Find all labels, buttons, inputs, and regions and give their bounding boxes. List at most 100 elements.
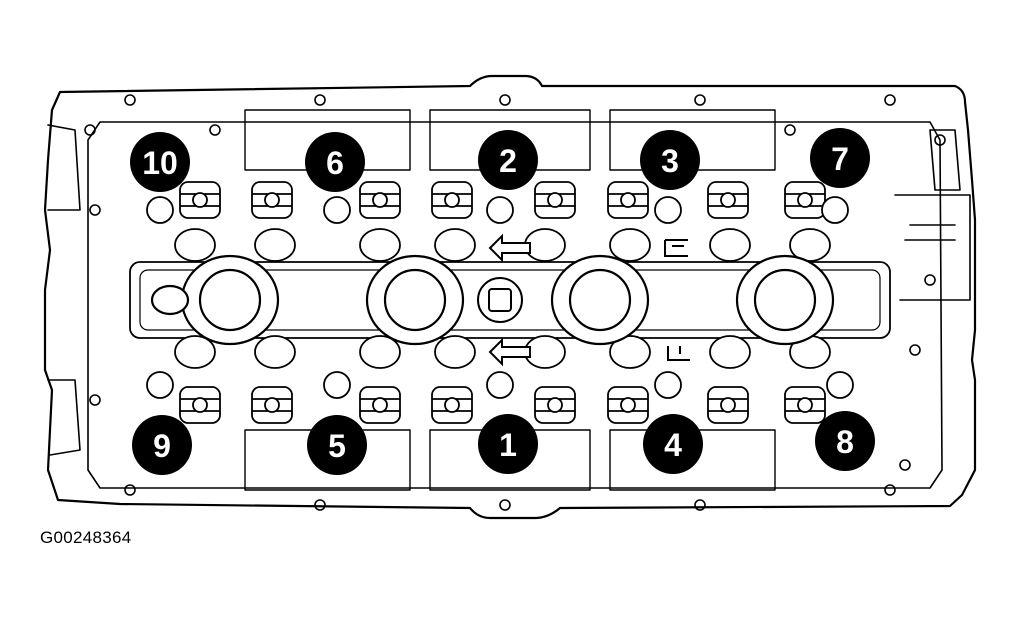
- sequence-badge-circle: [478, 414, 538, 474]
- sequence-badge: 6: [305, 132, 365, 192]
- marking-lower-icon: [667, 346, 690, 361]
- cam-cap-tab: [150, 284, 190, 316]
- valve-pocket-bottom-3: [609, 429, 776, 491]
- head-bolt: [654, 196, 682, 224]
- sequence-badge-circle: [640, 130, 700, 190]
- inner-frame: [87, 121, 943, 489]
- sequence-badge: 7: [810, 128, 870, 188]
- sequence-badge-circle: [305, 132, 365, 192]
- valve-spring: [607, 386, 649, 424]
- sequence-badge: 2: [478, 130, 538, 190]
- cam-bearing-caps: [150, 254, 835, 346]
- arrow-left-lower-icon: [488, 337, 531, 367]
- sequence-badge-label: 9: [153, 428, 171, 464]
- mounting-hole: [884, 484, 896, 496]
- camshaft-channel: [129, 261, 891, 339]
- head-outline: [43, 74, 977, 520]
- mounting-hole: [89, 394, 101, 406]
- right-end-detail: [894, 129, 971, 301]
- sequence-badge: 8: [815, 411, 875, 471]
- sequence-badge-circle: [130, 132, 190, 192]
- head-bolt: [486, 196, 514, 224]
- sequence-badge-label: 7: [831, 141, 849, 177]
- sequence-badge-label: 6: [326, 145, 344, 181]
- valve-pocket-top-2: [429, 109, 591, 171]
- sequence-badge: 1: [478, 414, 538, 474]
- head-bolt: [146, 371, 174, 399]
- marking-upper-icon: [664, 239, 688, 257]
- valve-spring: [179, 181, 221, 219]
- camshaft-channel-inner: [139, 269, 881, 331]
- valve-spring: [784, 181, 826, 219]
- cam-cap: [180, 254, 280, 346]
- cam-cap: [550, 254, 650, 346]
- valve-spring: [534, 181, 576, 219]
- valve-spring: [251, 181, 293, 219]
- valve-spring: [431, 386, 473, 424]
- tappet-bore: [434, 228, 476, 262]
- head-bolt: [654, 371, 682, 399]
- mounting-hole: [784, 124, 796, 136]
- valve-spring: [534, 386, 576, 424]
- valve-spring: [707, 386, 749, 424]
- head-bolt: [323, 371, 351, 399]
- sequence-badge-circle: [810, 128, 870, 188]
- cam-cap: [735, 254, 835, 346]
- tappet-bore: [359, 335, 401, 369]
- sequence-badge-circle: [643, 414, 703, 474]
- head-bolt: [821, 196, 849, 224]
- mounting-hole: [899, 459, 911, 471]
- mounting-hole: [124, 484, 136, 496]
- head-bolt: [486, 371, 514, 399]
- tappet-bore: [359, 228, 401, 262]
- sequence-badge-label: 3: [661, 143, 679, 179]
- mounting-hole: [884, 94, 896, 106]
- head-bolt: [323, 196, 351, 224]
- mounting-hole: [314, 94, 326, 106]
- tappet-bore: [709, 335, 751, 369]
- center-plug: [477, 277, 523, 323]
- mounting-hole: [499, 94, 511, 106]
- valve-spring: [251, 386, 293, 424]
- valve-spring: [784, 386, 826, 424]
- valve-spring: [359, 181, 401, 219]
- tappet-bore: [789, 228, 831, 262]
- mounting-hole: [124, 94, 136, 106]
- valve-pocket-top-1: [244, 109, 411, 171]
- sequence-badge: 5: [307, 415, 367, 475]
- sequence-badge: 3: [640, 130, 700, 190]
- mounting-hole: [209, 124, 221, 136]
- mounting-hole: [314, 499, 326, 511]
- tappet-bore: [174, 335, 216, 369]
- sequence-badge-label: 2: [499, 143, 517, 179]
- valve-pocket-top-3: [609, 109, 776, 171]
- valve-spring: [607, 181, 649, 219]
- tappet-bore: [174, 228, 216, 262]
- mounting-hole: [694, 94, 706, 106]
- valve-springs: [146, 181, 854, 424]
- sequence-badge-circle: [132, 415, 192, 475]
- valve-spring: [707, 181, 749, 219]
- mounting-hole: [499, 499, 511, 511]
- left-end-detail: [47, 124, 81, 456]
- mounting-hole: [924, 274, 936, 286]
- sequence-badge-label: 8: [836, 424, 854, 460]
- sequence-badge-label: 5: [328, 428, 346, 464]
- mounting-holes: [84, 94, 946, 511]
- sequence-badge: 4: [643, 414, 703, 474]
- valve-spring: [431, 181, 473, 219]
- sequence-badge-label: 4: [664, 427, 682, 463]
- mounting-hole: [84, 124, 96, 136]
- figure-code: G00248364: [40, 528, 132, 547]
- valve-spring: [359, 386, 401, 424]
- center-plug-hex: [488, 288, 512, 312]
- mounting-hole: [694, 499, 706, 511]
- arrow-left-upper-icon: [488, 233, 531, 263]
- tappet-bore: [254, 228, 296, 262]
- sequence-badge-circle: [307, 415, 367, 475]
- tappet-bore: [709, 228, 751, 262]
- tappet-bore: [609, 335, 651, 369]
- mounting-hole: [934, 134, 946, 146]
